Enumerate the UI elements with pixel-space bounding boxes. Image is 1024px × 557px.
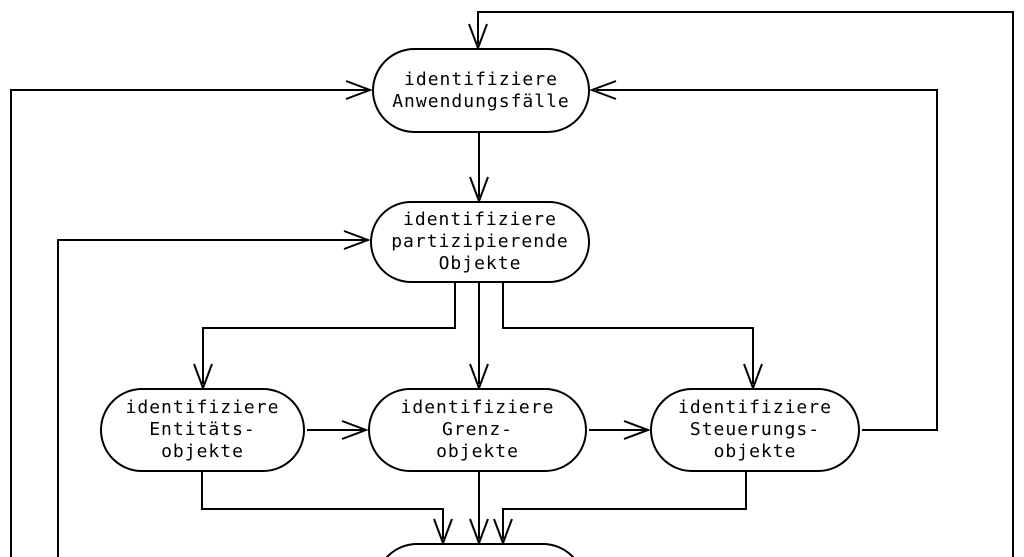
node-identify-use-cases: identifiziere Anwendungsfälle <box>372 48 590 133</box>
edge-participating-to-control <box>502 283 763 391</box>
edge-boundary-to-bottom-node <box>469 472 489 546</box>
node-identify-boundary-objects: identifiziere Grenz- objekte <box>368 388 587 472</box>
node-partial-bottom <box>375 543 585 557</box>
node-label: identifiziere Grenz- objekte <box>400 397 555 462</box>
edge-line-with-arrowhead <box>493 472 747 546</box>
node-label: identifiziere Steuerungs- objekte <box>678 397 832 462</box>
edge-line-with-arrowhead <box>589 420 651 440</box>
edge-line-with-arrowhead <box>469 472 489 546</box>
edge-line-with-arrowhead <box>193 283 456 391</box>
edge-control-to-usecases <box>589 80 938 431</box>
edge-line-with-arrowhead <box>201 472 453 546</box>
edge-entity-to-bottom-node <box>201 472 453 546</box>
edge-line-with-arrowhead <box>469 283 489 391</box>
edge-participating-to-entity <box>193 283 456 391</box>
node-identify-participating-objects: identifiziere partizipierende Objekte <box>370 201 590 283</box>
edge-line-with-arrowhead <box>307 420 369 440</box>
edge-control-to-bottom-node <box>493 472 747 546</box>
node-label: identifiziere Entitäts- objekte <box>125 397 280 462</box>
edge-loopback-left-to-participating <box>57 230 371 557</box>
edge-line-with-arrowhead <box>502 283 763 391</box>
node-label: identifiziere partizipierende Objekte <box>391 209 569 274</box>
node-identify-control-objects: identifiziere Steuerungs- objekte <box>650 388 860 472</box>
edge-loopback-left-to-usecases <box>10 80 373 557</box>
edge-entity-to-boundary <box>307 420 369 440</box>
edge-participating-to-boundary <box>469 283 489 391</box>
edge-line-with-arrowhead <box>589 80 938 431</box>
edge-line-with-arrowhead <box>10 80 373 557</box>
edge-line-with-arrowhead <box>469 133 489 204</box>
node-identify-entity-objects: identifiziere Entitäts- objekte <box>100 388 305 472</box>
node-label: identifiziere Anwendungsfälle <box>392 68 570 112</box>
edge-line-with-arrowhead <box>57 230 371 557</box>
edge-boundary-to-control <box>589 420 651 440</box>
edge-usecases-to-participating <box>469 133 489 204</box>
